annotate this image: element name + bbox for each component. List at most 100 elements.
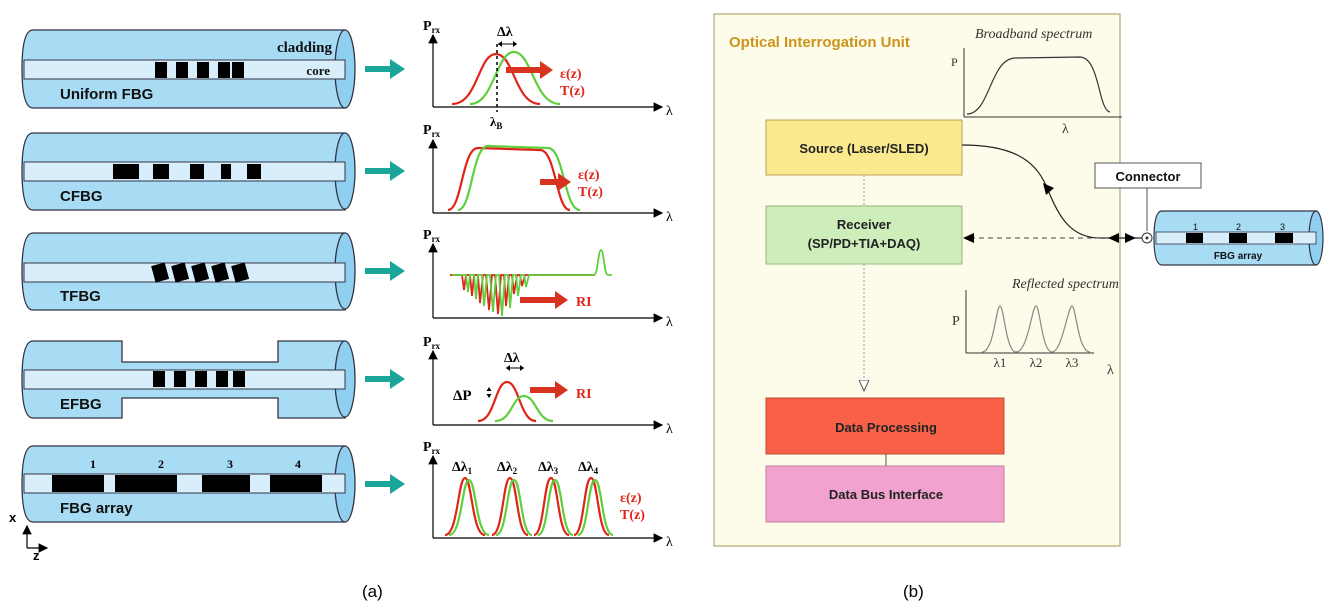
- grating-mark: [113, 164, 139, 179]
- shift-label: Δλ: [504, 351, 520, 366]
- fbg-array-fiber: 1 2 3 FBG array: [1153, 210, 1324, 266]
- grating-mark: [52, 475, 104, 492]
- x-axis-label: λ: [666, 422, 673, 437]
- broadband-ylabel: P: [951, 55, 958, 69]
- connector-label: Connector: [1116, 169, 1181, 184]
- connector-box: [1094, 162, 1202, 189]
- teal-arrow: [365, 161, 405, 181]
- curve-green: [448, 478, 614, 537]
- grating-mark: [153, 371, 165, 387]
- red-arrow: [506, 61, 553, 79]
- source-arrowhead: [1043, 183, 1054, 195]
- reflected-title: Reflected spectrum: [1011, 277, 1119, 292]
- grating-mark: [197, 62, 209, 78]
- curve-red: [444, 476, 610, 537]
- coordinate-legend: x z: [9, 510, 49, 563]
- effect-label: ε(z): [578, 168, 600, 183]
- row-cfbg: CFBG Prx λ ε(z) T(z): [21, 123, 673, 225]
- grating-mark: [221, 164, 231, 179]
- panel-b: Optical Interrogation Unit Broadband spe…: [713, 13, 1324, 601]
- fiber-name: CFBG: [60, 188, 103, 205]
- peak-label: Δλ4: [578, 460, 599, 476]
- array-number: 1: [1193, 222, 1198, 232]
- array-number: 3: [1280, 222, 1285, 232]
- processing-label: Data Processing: [835, 420, 937, 435]
- peak-label: Δλ2: [497, 460, 518, 476]
- row-uniform-fbg: cladding core Uniform FBG Prx λ Δλ λB ε(…: [21, 19, 673, 131]
- processing-block: [765, 397, 1005, 455]
- z-axis-marker: z: [33, 548, 40, 563]
- peak-label: Δλ1: [452, 460, 473, 476]
- plot-fbg-array: Prx λ Δλ1 Δλ2 Δλ3 Δλ4 ε(z) T(z): [423, 440, 673, 550]
- grating-mark: [195, 371, 207, 387]
- x-axis-marker: x: [9, 510, 17, 525]
- curve-red: [447, 146, 571, 212]
- array-label: FBG array: [1214, 251, 1263, 262]
- fiber-cfbg: CFBG: [21, 132, 356, 211]
- array-number: 2: [1236, 222, 1241, 232]
- grating-mark: [216, 371, 228, 387]
- teal-arrow: [365, 59, 405, 79]
- grating-mark: [1275, 233, 1293, 243]
- grating-mark: [153, 164, 169, 179]
- fiber-uniform: cladding core Uniform FBG: [21, 29, 356, 109]
- peak-lambda: λ2: [1030, 355, 1043, 370]
- grating-mark: [218, 62, 230, 78]
- bus-block: [765, 465, 1005, 523]
- reflected-spectrum: Reflected spectrum P λ1 λ2 λ3 λ: [952, 277, 1119, 378]
- source-block: [765, 119, 963, 176]
- grating-mark: [174, 371, 186, 387]
- grating-mark: [190, 164, 204, 179]
- y-axis-label: Prx: [423, 19, 441, 35]
- curve-red: [450, 274, 595, 315]
- curve-green: [469, 50, 561, 106]
- curve-green: [452, 249, 612, 317]
- plot-efbg: Prx λ Δλ ΔP RI: [423, 335, 673, 437]
- grating-mark: [1229, 233, 1247, 243]
- peak-lambda: λ3: [1066, 355, 1079, 370]
- shift-label: Δλ: [497, 25, 513, 40]
- curve-green: [494, 394, 554, 423]
- broadband-title: Broadband spectrum: [975, 27, 1092, 42]
- grating-mark: [270, 475, 322, 492]
- grating-mark: [1186, 233, 1203, 243]
- y-axis-label: Prx: [423, 440, 441, 456]
- grating-number: 2: [158, 457, 164, 471]
- grating-mark: [191, 262, 210, 283]
- red-arrow: [530, 381, 568, 399]
- caption-b: (b): [903, 582, 924, 601]
- fiber-tfbg: TFBG: [21, 232, 356, 311]
- effect-label: T(z): [620, 508, 645, 523]
- broadband-curve: [966, 56, 1111, 115]
- bragg-label: λB: [490, 114, 502, 131]
- grating-number: 3: [227, 457, 233, 471]
- grating-mark: [155, 62, 167, 78]
- y-axis-label: Prx: [423, 123, 441, 139]
- receiver-sublabel: (SP/PD+TIA+DAQ): [808, 236, 921, 251]
- delta-p-arrow: [486, 387, 492, 398]
- grating-mark: [151, 262, 170, 283]
- curve-red: [477, 380, 537, 423]
- core-label: core: [306, 63, 330, 78]
- grating-mark: [233, 371, 245, 387]
- cladding-label: cladding: [277, 40, 333, 56]
- delta-p-label: ΔP: [453, 388, 472, 404]
- y-axis-label: Prx: [423, 228, 441, 244]
- grating-mark: [202, 475, 250, 492]
- x-axis-label: λ: [666, 535, 673, 550]
- receiver-block: [765, 205, 963, 265]
- teal-arrow: [365, 474, 405, 494]
- plot-cfbg: Prx λ ε(z) T(z): [423, 123, 673, 225]
- grating-mark: [211, 262, 230, 283]
- effect-label: RI: [576, 387, 592, 402]
- unit-title: Optical Interrogation Unit: [729, 34, 910, 51]
- row-fbg-array: 1 2 3 4 FBG array Prx λ Δλ1 Δλ2 Δλ3 Δλ4 …: [21, 440, 673, 550]
- caption-a: (a): [362, 582, 383, 601]
- curve-green: [457, 144, 581, 212]
- panel-a: cladding core Uniform FBG Prx λ Δλ λB ε(…: [9, 19, 673, 601]
- broadband-spectrum: Broadband spectrum P λ: [951, 27, 1122, 137]
- plot-uniform: Prx λ Δλ λB ε(z) T(z): [423, 19, 673, 131]
- red-arrow: [540, 173, 571, 191]
- fiber-name: FBG array: [60, 500, 133, 517]
- reflected-curve: [981, 305, 1091, 353]
